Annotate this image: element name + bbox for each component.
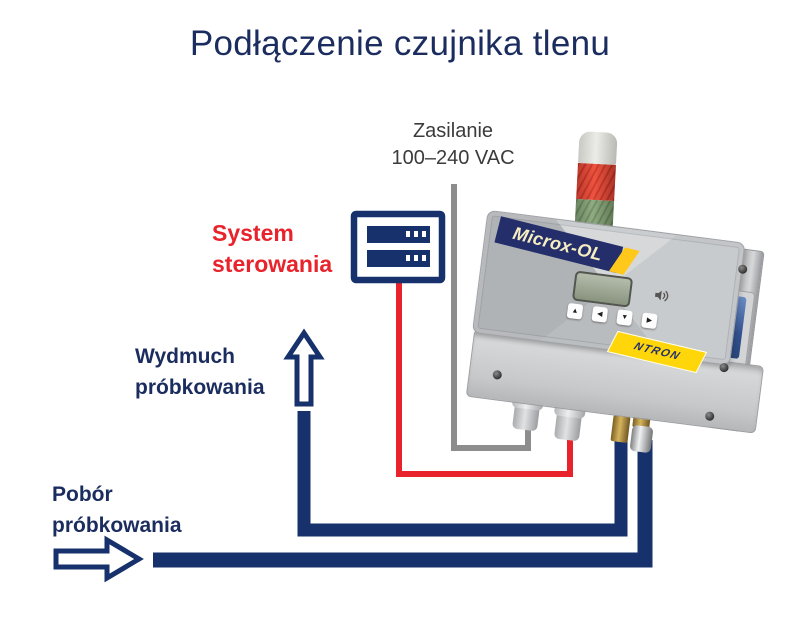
- control-wire-line: [396, 283, 573, 477]
- keypad-button-3: ▼: [616, 309, 633, 326]
- right-arrow-icon: [53, 535, 144, 583]
- oxygen-analyser-device: Microx-OL ▲ ◀ ▼ ▶ NTRON: [455, 202, 784, 488]
- keypad-button-1: ▲: [566, 302, 584, 320]
- power-wire-line: [451, 184, 531, 451]
- server-icon: [350, 210, 446, 284]
- tower-segment-red: [576, 163, 616, 201]
- keypad-button-2: ◀: [591, 306, 609, 323]
- up-arrow-icon: [283, 328, 325, 407]
- exhaust-pipe-line: [297, 411, 628, 537]
- tower-segment-clear: [578, 131, 618, 166]
- speaker-icon: [654, 290, 669, 302]
- keypad-button-4: ▶: [640, 312, 658, 330]
- intake-pipe-line: [153, 440, 653, 568]
